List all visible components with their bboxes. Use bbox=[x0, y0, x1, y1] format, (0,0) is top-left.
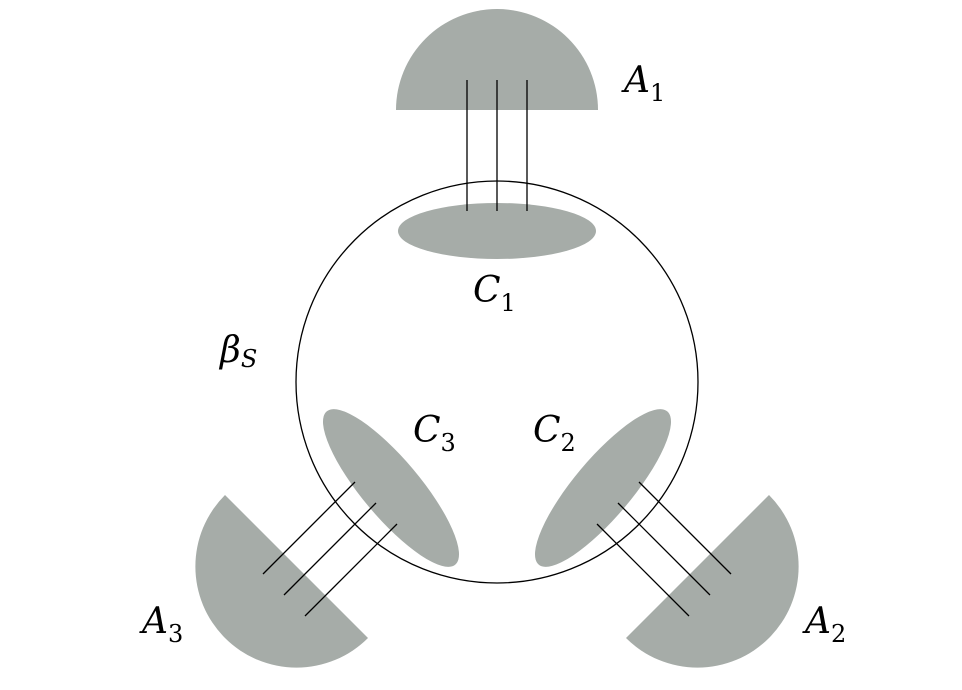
half-disk-a1 bbox=[396, 9, 598, 110]
label-beta-sub: S bbox=[241, 345, 257, 373]
line-a2-c2-inner bbox=[596, 523, 690, 617]
label-a3: A3 bbox=[139, 601, 183, 648]
label-a1-main: A bbox=[621, 60, 650, 101]
label-a2-main: A bbox=[802, 601, 831, 642]
label-a1: A1 bbox=[621, 60, 665, 107]
ellipse-c3 bbox=[322, 409, 460, 567]
half-disk-a3 bbox=[195, 495, 368, 668]
label-c2-sub: 2 bbox=[561, 429, 576, 457]
label-c1-sub: 1 bbox=[501, 289, 516, 317]
line-a3-c3-outer bbox=[262, 481, 356, 575]
label-beta: βS bbox=[218, 330, 257, 373]
label-c2-main: C bbox=[533, 410, 561, 451]
label-a1-sub: 1 bbox=[650, 79, 665, 107]
label-a2-sub: 2 bbox=[831, 620, 846, 648]
line-a2-c2-outer bbox=[638, 481, 732, 575]
label-c2: C2 bbox=[533, 410, 576, 457]
line-a2-c2-middle bbox=[617, 502, 711, 596]
label-c1-main: C bbox=[473, 270, 501, 311]
label-a2: A2 bbox=[802, 601, 846, 648]
line-a3-c3-middle bbox=[283, 502, 377, 596]
label-c3: C3 bbox=[413, 410, 456, 457]
label-a3-sub: 3 bbox=[168, 620, 183, 648]
ellipse-c1 bbox=[398, 203, 596, 259]
label-a3-main: A bbox=[139, 601, 168, 642]
label-c3-main: C bbox=[413, 410, 441, 451]
ellipse-c2 bbox=[534, 409, 672, 567]
label-c3-sub: 3 bbox=[441, 429, 456, 457]
lines-a2-c2 bbox=[596, 481, 732, 617]
lines-a3-c3 bbox=[262, 481, 398, 617]
lines-a1-c1 bbox=[466, 80, 528, 211]
half-disk-a2 bbox=[626, 495, 799, 668]
line-a3-c3-inner bbox=[304, 523, 398, 617]
label-c1: C1 bbox=[473, 270, 516, 317]
label-beta-main: β bbox=[218, 330, 241, 371]
